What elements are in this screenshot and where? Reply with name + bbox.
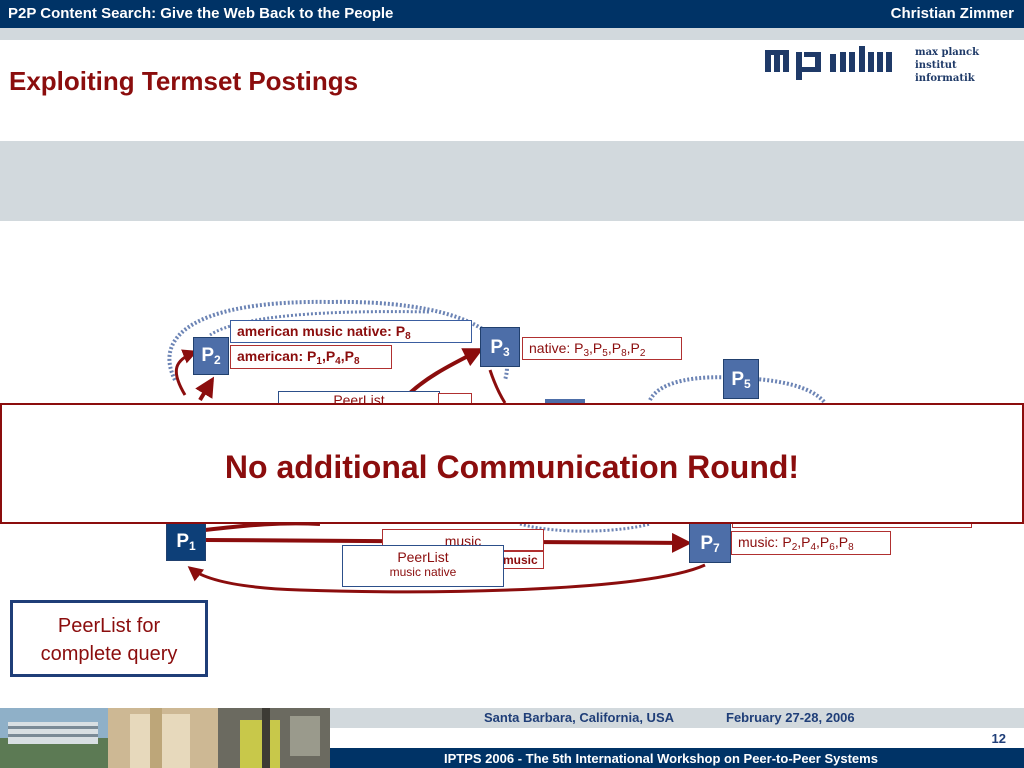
mpi-logo	[765, 46, 892, 80]
peerlist-title: PeerList	[397, 549, 449, 565]
posting-term: american: P	[237, 348, 317, 364]
arrow-p2-up	[195, 376, 215, 402]
peer-p5: P5	[723, 359, 759, 399]
posting-peer-index: 8	[405, 331, 411, 342]
overlay-message-box: No additional Communication Round!	[0, 403, 1024, 524]
posting-term: music: P	[738, 534, 792, 550]
logo-line-1: max planck institut	[915, 47, 980, 71]
posting-peer-index: 3	[583, 348, 590, 359]
slide-title: Exploiting Termset Postings	[9, 66, 359, 96]
peerlist-small-music: music	[498, 551, 544, 569]
peerlist-music-label: music	[503, 553, 538, 567]
footer-bar: IPTPS 2006 - The 5th International Works…	[330, 748, 1024, 768]
posting-peer-index: 4	[335, 356, 341, 367]
arrow-to-p2	[174, 349, 198, 396]
arrow-p7-return	[187, 563, 706, 594]
posting-sep: ,P	[340, 348, 354, 364]
peer-p2-index: 2	[214, 353, 221, 367]
posting-native: native: P3,P5,P8,P2	[522, 337, 682, 360]
footer-date: February 27-28, 2006	[726, 710, 855, 725]
arrow-p3-down	[488, 369, 507, 404]
peer-p3: P3	[480, 327, 520, 367]
posting-peer-index: 2	[639, 348, 646, 359]
posting-sep: ,P	[607, 340, 622, 356]
posting-sep: ,P	[321, 348, 336, 364]
peer-p7-index: 7	[713, 541, 720, 555]
posting-music: music: P2,P4,P6,P8	[731, 531, 891, 555]
logo-line-2: informatik	[915, 73, 975, 84]
posting-term: american music native: P	[237, 323, 406, 339]
posting-peer-index: 6	[829, 542, 835, 553]
peer-fragment	[545, 399, 585, 405]
posting-american-music-native: american music native: P8	[230, 320, 472, 343]
posting-peer-index: 8	[353, 356, 360, 367]
peerlist-bottom: PeerList music native	[342, 545, 504, 587]
peer-p2: P2	[193, 337, 229, 375]
peer-p1: P1	[166, 523, 206, 561]
header-bar: P2P Content Search: Give the Web Back to…	[0, 0, 1024, 28]
page-number: 12	[991, 731, 1006, 746]
posting-sep: ,P	[816, 534, 830, 550]
callout-box: PeerList for complete query	[10, 600, 208, 677]
posting-peer-index: 4	[810, 542, 817, 553]
posting-peer-index: 1	[316, 356, 322, 367]
posting-sep: ,P	[589, 340, 603, 356]
callout-line-1: PeerList for	[57, 615, 161, 637]
overlay-message: No additional Communication Round!	[224, 449, 800, 485]
callout-line-2: complete query	[40, 643, 178, 665]
posting-sep: ,P	[626, 340, 640, 356]
peer-p2-letter: P	[201, 345, 214, 366]
network-ring-bottom	[519, 522, 651, 533]
posting-sep: ,P	[834, 534, 849, 550]
posting-peer-index: 8	[621, 348, 627, 359]
peer-p5-index: 5	[744, 377, 751, 391]
author-name: Christian Zimmer	[890, 5, 1014, 22]
arrow-p1-upper	[204, 521, 321, 532]
posting-peer-index: 2	[791, 542, 798, 553]
peer-p7-letter: P	[700, 533, 713, 554]
conference-name: IPTPS 2006 - The 5th International Works…	[444, 751, 878, 766]
posting-peer-index: 8	[848, 542, 854, 553]
posting-american: american: P1,P4,P8	[230, 345, 392, 369]
posting-peer-index: 5	[602, 348, 608, 359]
peerlist-subtitle: music native	[389, 565, 457, 579]
posting-sep: ,P	[797, 534, 811, 550]
presentation-title: P2P Content Search: Give the Web Back to…	[8, 5, 394, 22]
peer-p1-letter: P	[176, 531, 189, 552]
peer-p1-index: 1	[189, 539, 196, 553]
header-strip	[0, 28, 1024, 40]
peer-p5-letter: P	[731, 369, 744, 390]
gray-band	[0, 141, 1024, 221]
peer-p3-index: 3	[503, 345, 510, 359]
posting-term: native: P	[529, 340, 584, 356]
logo-text: max planck institut informatik	[915, 46, 1024, 85]
footer-location: Santa Barbara, California, USA	[484, 710, 674, 725]
footer-photos	[0, 708, 330, 768]
footer-strip: Santa Barbara, California, USA February …	[330, 708, 1024, 728]
peer-p7: P7	[689, 523, 731, 563]
peer-p3-letter: P	[490, 337, 503, 358]
